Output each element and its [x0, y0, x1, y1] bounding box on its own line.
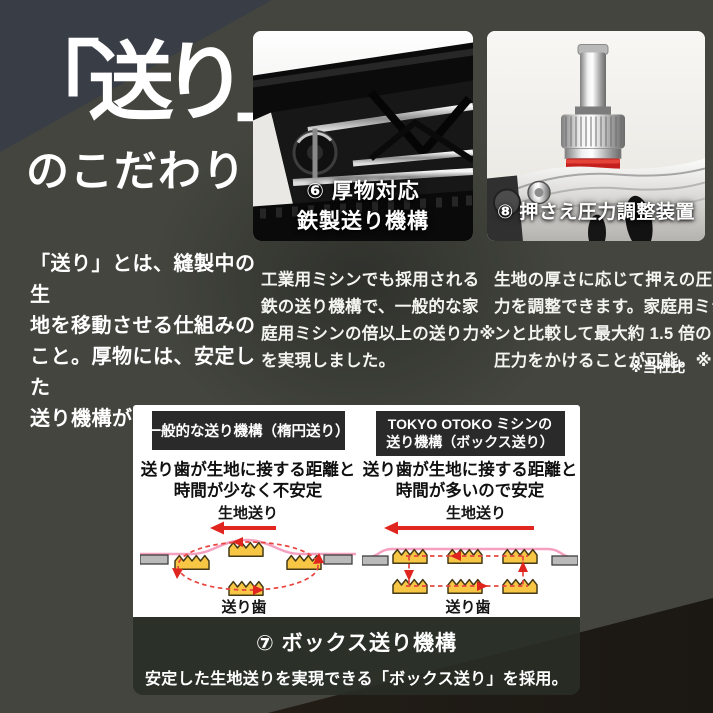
feature-desc-pressure: 生地の厚さに応じて押えの圧 力を調整できます。家庭用ミシ ンと比較して最大約 1… [494, 267, 713, 375]
intro-line: こと。厚物には、安定した [30, 346, 256, 399]
feature-caption-pressure: ⑧ 押さえ圧力調整装置 [487, 197, 705, 224]
box-feed-footer: ⑦ ボックス送り機構 安定した生地送りを実現できる「ボックス送り」を採用。 [133, 617, 580, 695]
fabric-feed-label: 生地送り [218, 504, 278, 522]
desc-line: 圧力をかけることが可能。※ [494, 351, 712, 370]
desc-line: 庭用ミシンの倍以上の送り力※ [261, 324, 496, 343]
feature-caption-iron-feed: ⑥ 厚物対応 鉄製送り機構 [253, 177, 473, 237]
desc-line: 工業用ミシンでも採用される [261, 270, 480, 289]
pressure-dial-photo [487, 31, 705, 241]
feed-dog [228, 541, 264, 557]
box-feed-header: TOKYO OTOKO ミシンの 送り機構（ボックス送り） [375, 411, 565, 456]
footer-description: 安定した生地送りを実現できる「ボックス送り」を採用。 [144, 671, 568, 688]
needle-plate [362, 555, 389, 566]
footer-title: ⑦ ボックス送り機構 [256, 632, 457, 655]
desc-line: 力を調整できます。家庭用ミシ [494, 297, 713, 316]
comparison-column-elliptical: 一般的な送り機構（楕円送り） 送り歯が生地に接する距離と 時間が少なく不安定 生… [140, 411, 356, 616]
fabric-feed-label: 生地送り [446, 504, 506, 522]
feature-desc-iron-feed: 工業用ミシンでも採用される 鉄の送り機構で、一般的な家 庭用ミシンの倍以上の送り… [261, 267, 496, 375]
feed-mechanism-photo [253, 31, 473, 241]
box-feed-subtitle: 送り歯が生地に接する距離と 時間が多いので安定 [362, 461, 578, 500]
feed-dog [174, 554, 210, 570]
feed-dog-label: 送り歯 [221, 598, 266, 616]
caption-line: ⑥ 厚物対応 [306, 180, 420, 203]
desc-line: ンと比較して最大約 1.5 倍の [494, 324, 712, 343]
elliptical-motion-path [177, 541, 319, 591]
elliptical-feed-diagram: 生地送り 送り歯 [140, 504, 356, 616]
desc-line: を実現しました。 [261, 351, 396, 370]
feed-dog-label: 送り歯 [445, 598, 490, 616]
caption-line: 鉄製送り機構 [297, 210, 429, 233]
needle-plate [140, 554, 169, 565]
box-feed-diagram: 生地送り [362, 504, 578, 616]
comparison-column-box: TOKYO OTOKO ミシンの 送り機構（ボックス送り） 送り歯が生地に接する… [362, 411, 578, 616]
caption-line: ⑧ 押さえ圧力調整装置 [497, 202, 695, 223]
page-title-sub: のこだわり [26, 148, 246, 196]
intro-line: 地を移動させる仕組みの [30, 315, 256, 337]
feed-comparison-panel: 一般的な送り機構（楕円送り） 送り歯が生地に接する距離と 時間が少なく不安定 生… [133, 405, 580, 617]
desc-line: 生地の厚さに応じて押えの圧 [494, 270, 713, 289]
fabric-line [140, 538, 356, 556]
elliptical-feed-subtitle: 送り歯が生地に接する距離と 時間が少なく不安定 [140, 461, 356, 500]
elliptical-feed-header: 一般的な送り機構（楕円送り） [147, 411, 350, 450]
comparison-note: ※当社比 [629, 359, 685, 375]
needle-plate [323, 554, 353, 565]
feature-card-iron-feed: ⑥ 厚物対応 鉄製送り機構 [253, 31, 473, 241]
desc-line: 鉄の送り機構で、一般的な家 [261, 297, 479, 316]
feature-card-pressure: ⑧ 押さえ圧力調整装置 [487, 31, 705, 241]
needle-plate [551, 555, 578, 566]
intro-line: 「送り」とは、縫製中の生 [30, 253, 256, 306]
